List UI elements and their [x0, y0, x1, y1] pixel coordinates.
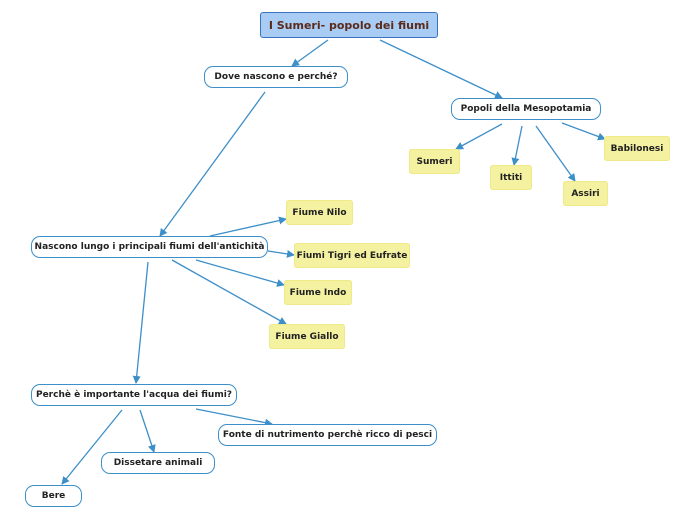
leaf-fiume-nilo[interactable]: Fiume Nilo	[286, 200, 353, 225]
leaf-fiume-indo[interactable]: Fiume Indo	[284, 280, 352, 305]
edge-perche-fonte	[195, 408, 273, 427]
edge-nascono-nilo	[209, 216, 287, 237]
edge-perche-dissetare	[139, 409, 156, 453]
topic-popoli-mesopotamia[interactable]: Popoli della Mesopotamia	[451, 98, 601, 120]
leaf-assiri[interactable]: Assiri	[563, 181, 608, 206]
topic-bere[interactable]: Bere	[25, 485, 82, 507]
topic-dissetare-animali-label: Dissetare animali	[113, 458, 203, 468]
topic-dove-nascono[interactable]: Dove nascono e perché?	[204, 66, 348, 88]
leaf-fiumi-tigri-eufrate[interactable]: Fiumi Tigri ed Eufrate	[294, 243, 410, 268]
edge-root-popoli	[379, 39, 503, 99]
leaf-babilonesi[interactable]: Babilonesi	[604, 136, 670, 161]
edge-nascono-perche	[132, 261, 149, 384]
leaf-fiume-giallo[interactable]: Fiume Giallo	[269, 324, 345, 349]
topic-fonte-nutrimento[interactable]: Fonte di nutrimento perchè ricco di pesc…	[218, 424, 437, 446]
edge-popoli-ittiti	[511, 125, 523, 166]
topic-nascono-label: Nascono lungo i principali fiumi dell'an…	[34, 242, 265, 252]
leaf-ittiti-label: Ittiti	[499, 172, 523, 183]
leaf-sumeri[interactable]: Sumeri	[409, 149, 460, 174]
topic-popoli-mesopotamia-label: Popoli della Mesopotamia	[460, 104, 592, 114]
edge-nascono-tigri	[267, 249, 295, 258]
leaf-fiume-nilo-label: Fiume Nilo	[292, 207, 347, 218]
leaf-sumeri-label: Sumeri	[416, 156, 453, 167]
edge-dove-nascono	[159, 91, 266, 237]
leaf-assiri-label: Assiri	[571, 188, 600, 199]
edge-root-dove	[291, 39, 329, 67]
root-topic-label: I Sumeri- popolo dei fiumi	[268, 18, 430, 32]
edge-nascono-giallo	[171, 259, 287, 325]
edge-popoli-babilonesi	[561, 122, 606, 141]
edge-nascono-indo	[195, 259, 285, 287]
topic-perche-acqua-label: Perchè è importante l'acqua dei fiumi?	[35, 390, 233, 400]
topic-bere-label: Bere	[41, 491, 66, 501]
topic-dissetare-animali[interactable]: Dissetare animali	[101, 452, 215, 474]
leaf-fiume-indo-label: Fiume Indo	[289, 287, 347, 298]
leaf-fiume-giallo-label: Fiume Giallo	[275, 331, 339, 342]
topic-fonte-nutrimento-label: Fonte di nutrimento perchè ricco di pesc…	[222, 430, 433, 440]
edge-perche-bere	[61, 409, 123, 485]
leaf-fiumi-tigri-eufrate-label: Fiumi Tigri ed Eufrate	[296, 250, 408, 261]
leaf-babilonesi-label: Babilonesi	[610, 143, 664, 154]
leaf-ittiti[interactable]: Ittiti	[490, 165, 532, 190]
edge-popoli-sumeri	[455, 123, 503, 150]
root-topic[interactable]: I Sumeri- popolo dei fiumi	[260, 12, 438, 38]
topic-nascono[interactable]: Nascono lungo i principali fiumi dell'an…	[31, 236, 268, 258]
topic-perche-acqua[interactable]: Perchè è importante l'acqua dei fiumi?	[31, 384, 237, 406]
topic-dove-nascono-label: Dove nascono e perché?	[214, 72, 338, 82]
edge-popoli-assiri	[535, 125, 576, 182]
